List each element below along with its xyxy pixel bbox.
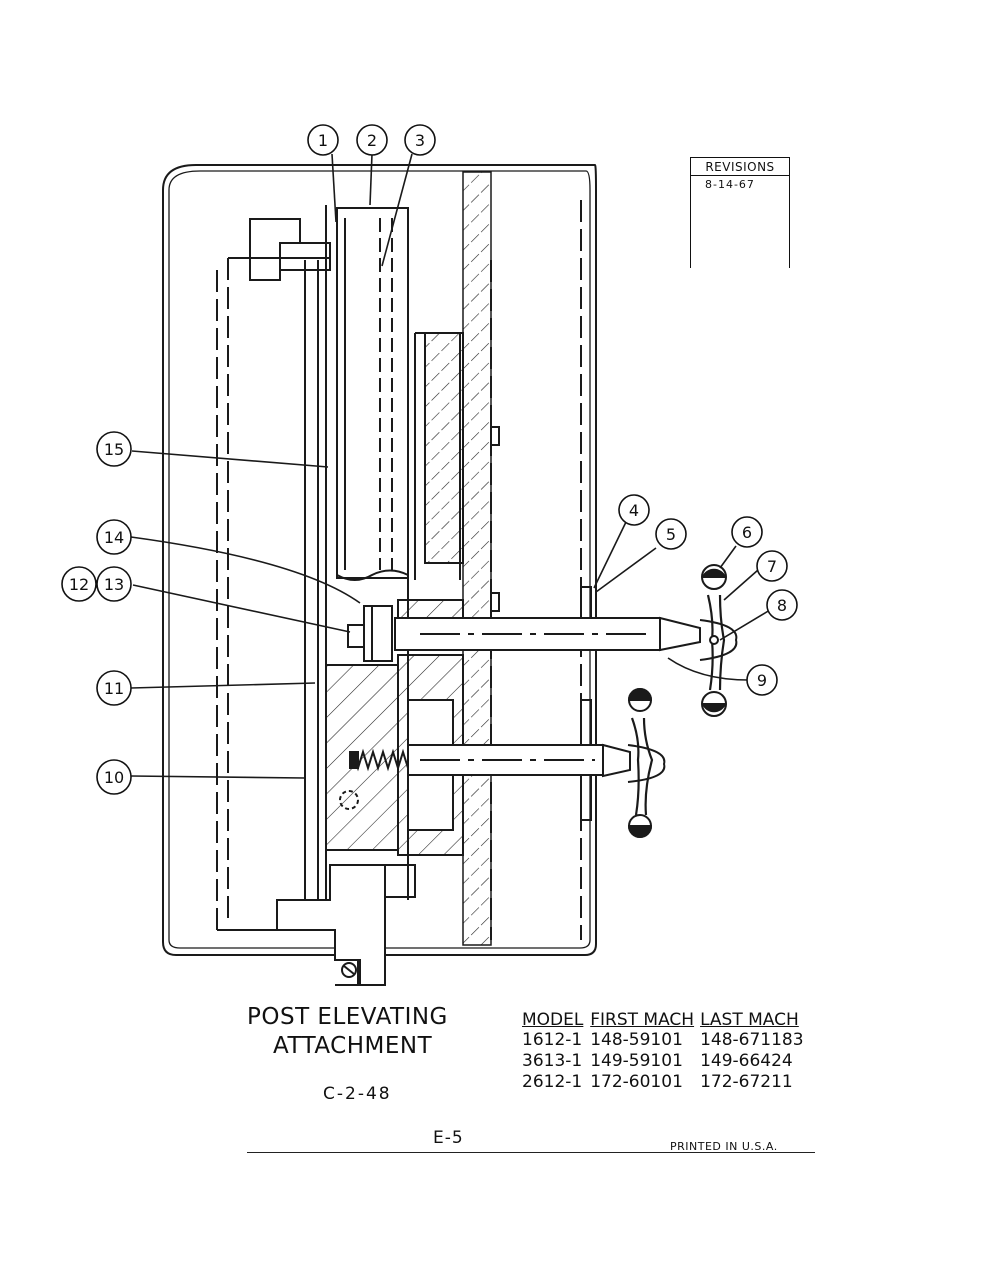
- last-mach-cell: 148-671183: [700, 1030, 804, 1050]
- callout-8: 8: [766, 589, 798, 621]
- callout-15: 15: [96, 431, 132, 467]
- callout-7-label: 7: [767, 557, 777, 576]
- callout-9-label: 9: [757, 671, 767, 690]
- callout-11-label: 11: [104, 679, 124, 698]
- page-number: E-5: [433, 1128, 464, 1148]
- housing-outline: [162, 164, 597, 956]
- callout-9: 9: [746, 664, 778, 696]
- title-line-2: ATTACHMENT: [273, 1033, 433, 1059]
- last-mach-cell: 172-67211: [700, 1072, 793, 1092]
- callout-5-label: 5: [666, 525, 676, 544]
- callout-14-label: 14: [104, 528, 124, 547]
- table-row: 3613-1 149-59101 149-66424: [520, 1051, 810, 1072]
- callout-5: 5: [655, 518, 687, 550]
- drawing-code: C-2-48: [323, 1084, 392, 1104]
- table-row: 1612-1 148-59101 148-671183: [520, 1030, 810, 1051]
- callout-15-label: 15: [104, 440, 124, 459]
- callout-3: 3: [404, 124, 436, 156]
- callout-6-label: 6: [742, 523, 752, 542]
- callout-12-label: 12: [69, 575, 89, 594]
- title-line-1: POST ELEVATING: [247, 1004, 448, 1030]
- callout-3-label: 3: [415, 131, 425, 150]
- first-mach-cell: 148-59101: [590, 1030, 683, 1050]
- first-mach-cell: 172-60101: [590, 1072, 683, 1092]
- printed-in-usa: PRINTED IN U.S.A.: [670, 1140, 778, 1153]
- callout-4: 4: [618, 494, 650, 526]
- callout-11: 11: [96, 670, 132, 706]
- callout-12: 12: [61, 566, 97, 602]
- callout-2-label: 2: [367, 131, 377, 150]
- revision-date: 8-14-67: [705, 178, 755, 191]
- callout-1: 1: [307, 124, 339, 156]
- model-cell: 1612-1: [522, 1030, 583, 1050]
- table-row: 2612-1 172-60101 172-67211: [520, 1072, 810, 1093]
- callout-14: 14: [96, 519, 132, 555]
- callout-7: 7: [756, 550, 788, 582]
- callout-6: 6: [731, 516, 763, 548]
- header-last-mach: LAST MACH: [700, 1010, 799, 1030]
- bottom-rule: [247, 1152, 815, 1153]
- callout-13-label: 13: [104, 575, 124, 594]
- callout-1-label: 1: [318, 131, 328, 150]
- header-first-mach: FIRST MACH: [590, 1010, 695, 1030]
- callout-10-label: 10: [104, 768, 124, 787]
- model-cell: 3613-1: [522, 1051, 583, 1071]
- callout-10: 10: [96, 759, 132, 795]
- callout-2: 2: [356, 124, 388, 156]
- callout-4-label: 4: [629, 501, 639, 520]
- model-cell: 2612-1: [522, 1072, 583, 1092]
- models-table-header: MODEL FIRST MACH LAST MACH: [520, 1010, 810, 1030]
- header-model: MODEL: [522, 1010, 584, 1030]
- first-mach-cell: 149-59101: [590, 1051, 683, 1071]
- models-table: MODEL FIRST MACH LAST MACH 1612-1 148-59…: [520, 1010, 810, 1093]
- last-mach-cell: 149-66424: [700, 1051, 793, 1071]
- callout-13: 13: [96, 566, 132, 602]
- revisions-heading: REVISIONS: [691, 158, 789, 176]
- callout-8-label: 8: [777, 596, 787, 615]
- revisions-box: REVISIONS 8-14-67: [690, 157, 790, 268]
